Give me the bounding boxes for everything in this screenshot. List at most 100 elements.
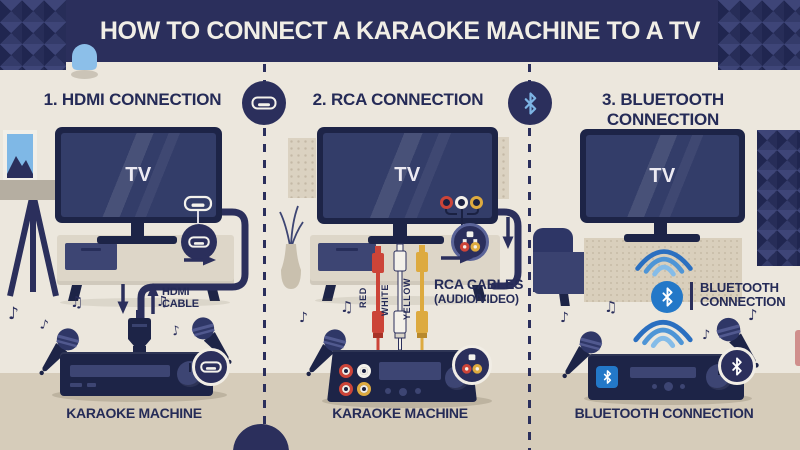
machine-button xyxy=(680,384,685,389)
music-note-icon: ♪ xyxy=(8,304,19,324)
rca-cable-yellow-icon xyxy=(416,245,428,350)
arrow-down-icon xyxy=(502,217,514,249)
section-heading-rca: 2. RCA CONNECTION xyxy=(312,90,484,109)
device-label-1: KARAOKE MACHINE xyxy=(66,405,202,421)
tv-stand-base xyxy=(97,236,177,244)
cabinet-shadow xyxy=(60,298,230,307)
mountain-art-icon xyxy=(7,134,33,178)
device-label-2: KARAOKE MACHINE xyxy=(332,405,468,421)
tv-stand-neck xyxy=(131,222,144,237)
rca-cable-white-icon xyxy=(393,243,407,351)
bluetooth-karaoke-machine xyxy=(588,354,744,400)
machine-button xyxy=(399,388,407,396)
tv-stand-base xyxy=(368,236,444,244)
easel-crossbar xyxy=(0,180,62,200)
bluetooth-divider-badge xyxy=(508,81,552,125)
panel-divider-1 xyxy=(263,64,266,450)
rca-port-red-icon xyxy=(440,196,453,209)
tv-label: TV xyxy=(649,164,676,187)
tv-screen: TV xyxy=(586,135,739,217)
hdmi-divider-badge xyxy=(242,81,286,125)
drawer-handle xyxy=(81,248,101,251)
bluetooth-machine-badge xyxy=(718,347,756,385)
vase-icon xyxy=(279,205,304,289)
bluetooth-label-line2: CONNECTION xyxy=(700,294,786,309)
microphone-icon xyxy=(39,328,80,376)
machine-button xyxy=(664,382,673,391)
tv-1: TV xyxy=(55,127,222,223)
machine-button xyxy=(652,384,657,389)
bluetooth-icon xyxy=(524,91,536,115)
tv-label: TV xyxy=(125,163,152,186)
machine-button xyxy=(385,388,391,394)
rca-jack-yellow-icon xyxy=(357,382,371,396)
music-note-icon: ♫ xyxy=(156,294,169,310)
machine-button xyxy=(415,388,421,394)
armchair-leg xyxy=(559,294,570,306)
arrow-down-icon xyxy=(117,284,129,314)
rca-jack-red-icon xyxy=(339,382,353,396)
microphone-icon xyxy=(306,329,347,377)
bluetooth-icon xyxy=(596,366,618,388)
connector-line xyxy=(197,211,199,226)
music-note-icon: ♫ xyxy=(70,293,84,311)
karaoke-machine-2 xyxy=(327,350,477,402)
drawer-handle xyxy=(336,248,358,251)
hdmi-port-icon xyxy=(188,236,210,248)
hdmi-cable-loop xyxy=(137,208,249,324)
arrow-up-icon xyxy=(147,283,159,314)
hdmi-port-icon xyxy=(183,195,213,212)
section-heading-bluetooth: 3. BLUETOOTH CONNECTION xyxy=(602,90,724,129)
rca-port-yellow-icon xyxy=(470,196,483,209)
wall-panel-texture xyxy=(288,138,316,198)
hdmi-cable-label-line2: CABLE xyxy=(162,298,199,310)
cable-label-white: WHITE xyxy=(380,284,390,316)
bluetooth-icon xyxy=(661,287,673,307)
microphone-icon xyxy=(562,331,603,379)
rca-cable-red-icon xyxy=(372,246,384,350)
page-title: HOW TO CONNECT A KARAOKE MACHINE TO A TV xyxy=(99,17,701,45)
cable-label-yellow: YELLOW xyxy=(402,277,412,320)
bluetooth-waves-icon xyxy=(633,320,693,349)
rca-connector-icon xyxy=(459,231,481,252)
tv-screen: TV xyxy=(61,133,216,217)
machine-display xyxy=(630,367,696,378)
title-bar: HOW TO CONNECT A KARAOKE MACHINE TO A TV xyxy=(0,0,800,70)
machine-button xyxy=(70,383,82,387)
bluetooth-label-line1: BLUETOOTH xyxy=(700,280,779,295)
music-note-icon: ♫ xyxy=(604,298,618,316)
tv-stand-neck xyxy=(654,221,667,236)
hdmi-cable-label-line1: HDMI xyxy=(162,286,190,298)
easel-legs xyxy=(7,197,59,297)
decor-object xyxy=(795,330,800,366)
arrow-right-icon xyxy=(441,252,473,264)
rca-connector-icon xyxy=(461,354,483,374)
section-heading-hdmi: 1. HDMI CONNECTION xyxy=(43,90,222,109)
device-label-3: BLUETOOTH CONNECTION xyxy=(574,405,754,421)
rca-port-white-icon xyxy=(455,196,468,209)
cable-label-red: RED xyxy=(358,287,368,308)
rca-cables-label: RCA CABLES (AUDIO/VIDEO) xyxy=(434,277,523,307)
acoustic-foam-corner-right-icon xyxy=(718,0,800,70)
easel-picture-frame xyxy=(3,130,37,182)
bluetooth-waves-icon xyxy=(635,249,693,277)
hdmi-machine-badge xyxy=(192,348,230,386)
rca-cables-label-line2: (AUDIO/VIDEO) xyxy=(434,292,519,306)
lamp-shadow xyxy=(71,70,98,79)
machine-button xyxy=(87,383,96,387)
rca-jack-red-icon xyxy=(339,364,353,378)
cabinet-drawer xyxy=(65,243,117,270)
machine-display xyxy=(379,362,441,380)
karaoke-machine-1 xyxy=(60,352,213,396)
cabinet-drawer xyxy=(318,243,376,271)
hdmi-callout-badge xyxy=(181,224,217,260)
music-note-icon: ♪ xyxy=(299,310,308,326)
tv-label: TV xyxy=(394,164,421,186)
tv-3: TV xyxy=(580,129,745,223)
acoustic-foam-corner-left-icon xyxy=(0,0,66,70)
cabinet-shadow xyxy=(315,296,495,305)
arrow-right-icon xyxy=(184,254,216,266)
acoustic-foam-panel-icon xyxy=(757,130,800,266)
hanging-lamp-icon xyxy=(72,44,97,70)
